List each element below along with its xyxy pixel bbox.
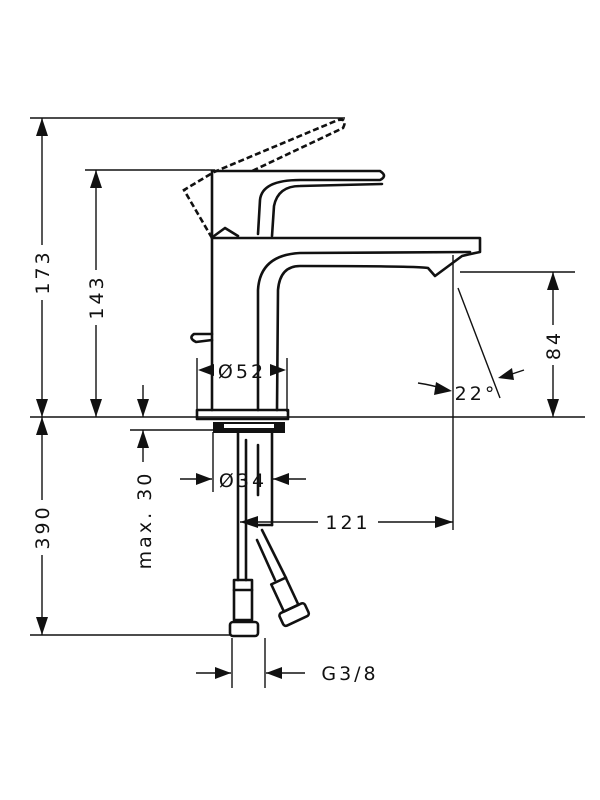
lever [210,169,386,240]
faucet-body [182,118,482,638]
dimension-143: 143 [84,170,108,417]
dim-d52-label: Ø52 [218,361,266,383]
dim-d34-label: Ø34 [219,470,267,492]
dim-173-label: 173 [32,249,54,294]
dim-121-label: 121 [325,512,370,534]
dim-22-label: 22° [455,383,498,405]
dim-max30-label: max. 30 [134,471,156,570]
dim-143-label: 143 [86,274,108,319]
dimension-84: 84 [541,272,565,417]
lever-open-position [182,118,346,239]
dim-84-label: 84 [543,330,565,360]
dimension-max-30: max. 30 [134,385,156,569]
dimension-121: 121 [240,512,453,534]
dimension-g38: G3/8 [196,638,378,688]
dimension-390: 390 [30,417,54,635]
dim-g38-label: G3/8 [321,663,378,685]
dim-390-label: 390 [32,504,54,549]
dimension-22deg: 22° [417,287,525,405]
dimension-d34: Ø34 [180,432,306,492]
spout [210,236,482,412]
popup-rod [190,332,214,344]
base-plate [195,408,290,421]
hose-fitting-left [232,578,254,622]
reference-lines [30,117,585,636]
dimension-173: 173 [30,118,54,417]
dimension-d52: Ø52 [196,358,288,412]
